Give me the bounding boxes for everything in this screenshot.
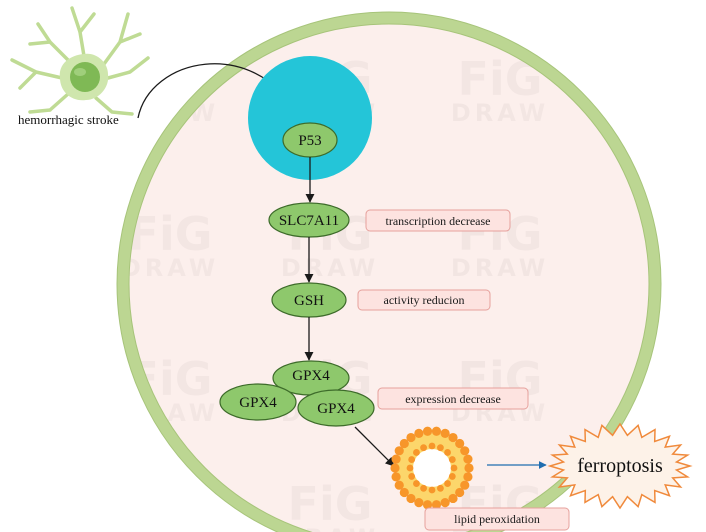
lipid-head-dot <box>422 426 433 436</box>
ferroptosis-label: ferroptosis <box>577 455 663 477</box>
microglia-cell-icon <box>10 6 150 116</box>
watermark-text: DRAW <box>121 399 219 427</box>
lipid-head-dot <box>431 500 442 510</box>
lipid-head-dot <box>460 480 470 490</box>
lipid-head-dot <box>399 487 409 498</box>
lipid-head-dot <box>422 500 433 510</box>
liposome-core <box>413 449 451 487</box>
activity-reduction-text: activity reducion <box>384 293 465 307</box>
gpx4-node-left <box>219 383 297 421</box>
lipid-head-dot <box>413 480 420 487</box>
lipid-head-dot <box>455 438 465 449</box>
lipid-head-dot <box>437 444 444 452</box>
watermark-text: FiG <box>128 477 213 531</box>
lipid-head-dot <box>463 472 473 482</box>
lipid-head-dot <box>440 497 450 508</box>
gsh-label: GSH <box>294 293 324 309</box>
lipid-head-dot <box>391 454 401 464</box>
lipid-head-dot <box>408 456 416 463</box>
transcription-decrease-text: transcription decrease <box>386 214 491 228</box>
lipid-head-dot <box>460 446 470 456</box>
watermark-text: DRAW <box>451 99 549 127</box>
gpx4-label-left: GPX4 <box>239 395 277 411</box>
lipid-head-dot <box>391 472 401 482</box>
p53-label: P53 <box>298 133 321 149</box>
cell-membrane <box>117 12 661 532</box>
gpx4-label-right: GPX4 <box>317 401 355 417</box>
lipid-head-dot <box>394 446 404 456</box>
lipid-head-dot <box>448 473 456 480</box>
cell-membrane-inner-edge <box>128 23 650 532</box>
lipid-head-dot <box>414 428 424 439</box>
lipid-peroxidation-text: lipid peroxidation <box>454 512 540 526</box>
watermark-text: DRAW <box>451 254 549 282</box>
lipid-head-dot <box>420 484 427 492</box>
lipid-head-dot <box>448 456 456 463</box>
lipid-head-dot <box>440 428 450 439</box>
lipid-head-dot <box>406 432 416 443</box>
microglia-nucleus <box>70 62 100 92</box>
lipid-head-dot <box>406 493 416 504</box>
expression-decrease-tag <box>377 387 529 410</box>
lipid-head-dot <box>444 449 451 456</box>
watermark-text: DRAW <box>121 254 219 282</box>
slc7a11-label: SLC7A11 <box>279 213 339 229</box>
lipid-head-dot <box>455 487 465 498</box>
lipid-head-dot <box>444 480 451 487</box>
lipid-head-dot <box>420 444 427 452</box>
trigger-label: hemorrhagic stroke <box>18 112 119 127</box>
liposome-icon <box>390 426 474 510</box>
lipid-head-dot <box>437 484 444 492</box>
lipid-head-dot <box>450 464 458 472</box>
lipid-head-dot <box>413 449 420 456</box>
gpx4-node-right <box>297 389 375 427</box>
starburst-icon <box>547 422 693 510</box>
lipid-head-dot <box>408 473 416 480</box>
lipid-head-dot <box>448 493 458 504</box>
watermark-text: FiG <box>128 207 213 261</box>
watermark-text: FiG <box>288 477 373 531</box>
watermark-text: DRAW <box>121 524 219 532</box>
microglia-nucleus-highlight <box>74 68 86 76</box>
lipid-peroxidation-tag <box>424 507 570 531</box>
lipid-head-dot <box>406 464 414 472</box>
gpx4-label-top: GPX4 <box>292 368 330 384</box>
activity-reduction-tag <box>357 289 491 311</box>
lipid-head-dot <box>390 463 400 473</box>
lipid-head-dot <box>464 463 474 473</box>
lipid-head-dot <box>463 454 473 464</box>
gpx4-cluster: GPX4 GPX4 GPX4 <box>219 360 375 427</box>
watermark-text: DRAW <box>281 254 379 282</box>
nucleus <box>248 56 372 180</box>
lipid-head-dot <box>428 486 436 494</box>
lipid-head-dot <box>448 432 458 443</box>
lipid-head-dot <box>414 497 424 508</box>
lipid-head-dot <box>394 480 404 490</box>
microglia-branches <box>10 6 150 116</box>
cell-membrane-outer-edge <box>116 11 662 532</box>
lipid-head-dot <box>399 438 409 449</box>
lipid-head-dot <box>431 426 442 436</box>
expression-decrease-text: expression decrease <box>405 392 501 406</box>
transcription-decrease-tag <box>365 209 511 232</box>
gpx4-to-lipid-arrow <box>354 426 395 467</box>
lipid-head-dot <box>428 442 436 450</box>
